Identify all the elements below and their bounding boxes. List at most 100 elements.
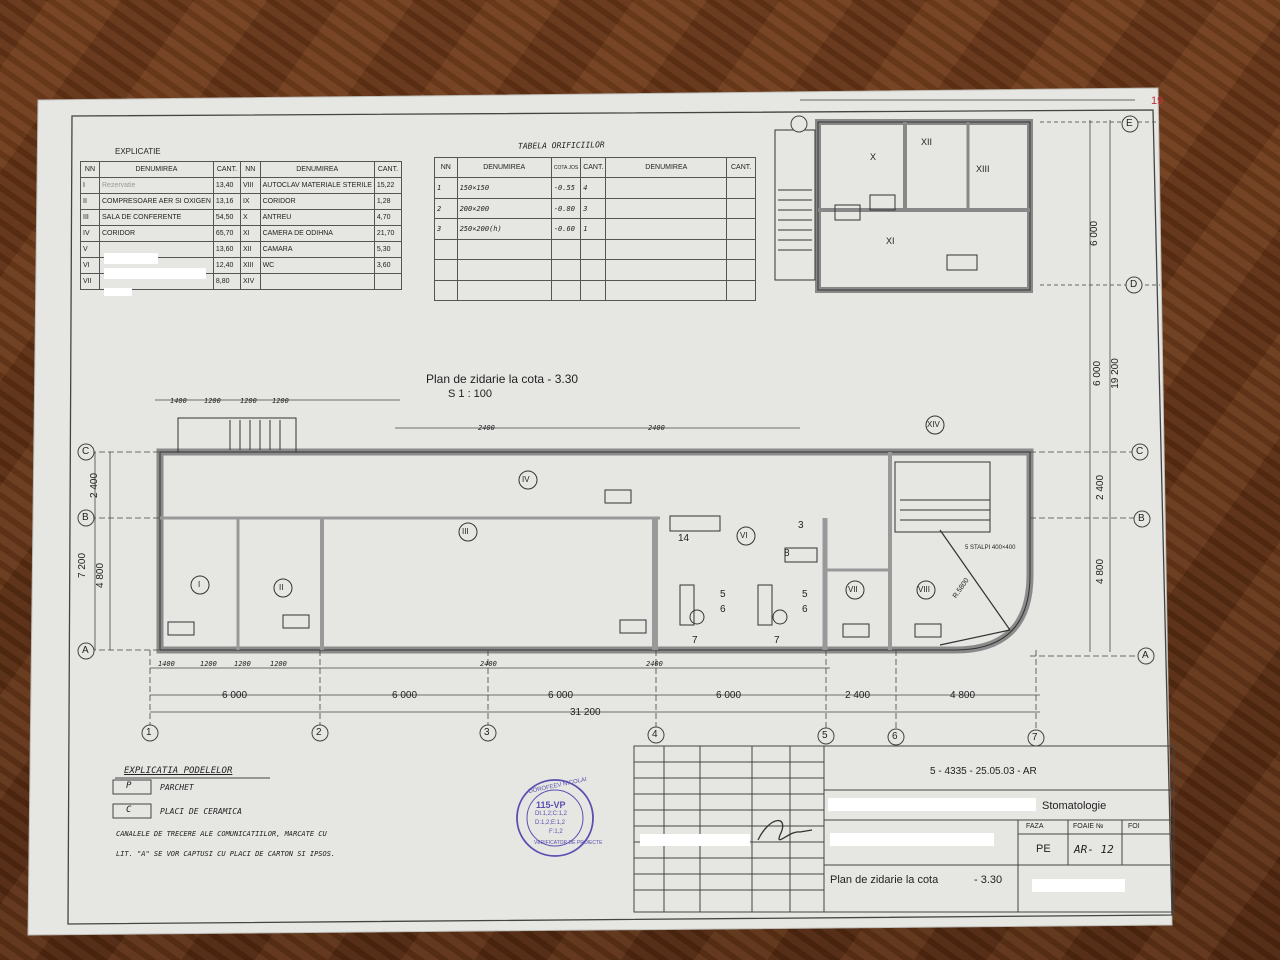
explicatie-title: EXPLICATIE [115, 147, 161, 156]
foaie-value: AR- 12 [1074, 843, 1114, 856]
faza-value: PE [1036, 843, 1051, 855]
dim-top: 1200 [204, 397, 221, 405]
main-floor-plan [156, 415, 1034, 654]
dim-right: 4 800 [1095, 558, 1107, 585]
orificii-header: NN DENUMIREA COTA JOS CANT. DENUMIREA CA… [434, 156, 756, 179]
room-label: XII [921, 137, 933, 147]
equipment-label: 14 [678, 533, 690, 544]
header-cant: CANT. [212, 161, 241, 178]
dim-top: 1200 [240, 397, 257, 405]
cell [726, 177, 756, 199]
dim-sub: 1200 [200, 660, 217, 668]
cell: -0.80 [550, 197, 582, 220]
axis-label-B: B [82, 512, 89, 523]
dim-bottom: 6 000 [392, 690, 418, 701]
redaction [1032, 879, 1125, 892]
cell: 200×200 [456, 197, 552, 220]
cell: 8,80 [212, 273, 241, 290]
room-label: XIV [927, 420, 940, 429]
axis-label-5: 5 [822, 730, 828, 741]
cell: 15,22 [373, 177, 403, 194]
cell: III [80, 209, 100, 226]
cell: IV [80, 225, 100, 242]
stamp-line: Dt.1,2;C:1,2 [535, 811, 568, 817]
cell: AUTOCLAV MATERIALE STERILE [259, 177, 375, 194]
plan-scale: S 1 : 100 [448, 388, 493, 400]
header-cant: CANT. [373, 161, 403, 178]
stamp-line: D:1,2;E:1,2 [535, 820, 566, 826]
cell: 3 [434, 218, 458, 240]
dim-sub: 2400 [480, 660, 497, 668]
redaction [104, 268, 206, 279]
cell: 12,40 [212, 257, 241, 274]
legend-code-c: C [126, 805, 132, 815]
axis-label-3: 3 [484, 727, 490, 738]
cell: -0.55 [550, 177, 582, 199]
cell: X [239, 209, 261, 226]
cell: 3,60 [373, 257, 403, 274]
dim-right: 6 000 [1092, 360, 1104, 387]
axis-label-A: A [82, 645, 89, 656]
dim-sub: 1200 [270, 660, 287, 668]
cell [726, 197, 756, 220]
header-cota: COTA JOS [550, 156, 582, 179]
paper-sheet [27, 87, 1173, 936]
cell: CORIDOR [98, 225, 214, 242]
dim-right: 6 000 [1089, 220, 1101, 247]
cell: 150×150 [456, 177, 552, 199]
equipment-label: 8 [784, 548, 790, 559]
room-label: XIII [976, 164, 990, 174]
legend-label-parchet: PARCHET [160, 783, 194, 792]
dim-top: 1200 [272, 397, 289, 405]
dim-left: 4 800 [95, 562, 107, 589]
cell: 21,70 [373, 225, 403, 242]
redaction [828, 798, 1036, 811]
equipment-label: 3 [798, 520, 804, 531]
legend-note: CANALELE DE TRECERE ALE COMUNICATIILOR, … [116, 830, 327, 838]
cell: 2 [434, 197, 458, 220]
cell: SALA DE CONFERENTE [98, 209, 214, 226]
room-label: XI [886, 236, 895, 246]
room-label: I [198, 580, 201, 589]
header-denumirea: DENUMIREA [456, 156, 552, 179]
dim-bottom: 6 000 [548, 690, 574, 701]
cell: 54,50 [212, 209, 241, 226]
equipment-label: 7 [692, 635, 698, 646]
header-denumirea: DENUMIREA [259, 161, 375, 178]
legend-note: LIT. "A" SE VOR CAPTUSI CU PLACI DE CART… [116, 850, 336, 858]
cell [605, 177, 728, 199]
cell: VI [80, 257, 100, 274]
equipment-label: 6 [720, 604, 726, 615]
cell: 13,16 [212, 193, 241, 210]
legend-label-ceramica: PLACI DE CERAMICA [160, 807, 242, 816]
dim-sub: 1200 [234, 660, 251, 668]
table-row [434, 259, 756, 281]
room-label: X [870, 152, 877, 162]
drawing-title: Plan de zidarie la cota [830, 874, 939, 886]
header-cant: CANT. [726, 156, 756, 179]
sheet-number: 19 [1151, 95, 1164, 107]
room-label: VI [740, 531, 748, 540]
header-nn: NN [434, 156, 458, 179]
cell: 5,30 [373, 241, 403, 258]
orificii-table: NN DENUMIREA COTA JOS CANT. DENUMIREA CA… [434, 156, 756, 302]
explicatie-header: NN DENUMIREA CANT. NN DENUMIREA CANT. [80, 161, 403, 178]
annex-plan [774, 99, 1160, 293]
cell: 4 [580, 177, 607, 199]
stamp-code: 115-VP [536, 800, 566, 810]
dim-right-total: 19 200 [1109, 358, 1121, 389]
room-label: III [462, 527, 469, 536]
table-row [434, 279, 756, 302]
axis-label-C: C [82, 446, 90, 457]
verifier-stamp [516, 779, 594, 857]
axis-label-6: 6 [892, 731, 898, 742]
cell: COMPRESOARE AER SI OXIGEN [98, 193, 214, 210]
cell: 4,70 [373, 209, 403, 226]
redaction [830, 833, 994, 846]
cell: 250×200(h) [456, 218, 552, 240]
dim-bottom: 4 800 [950, 690, 976, 701]
